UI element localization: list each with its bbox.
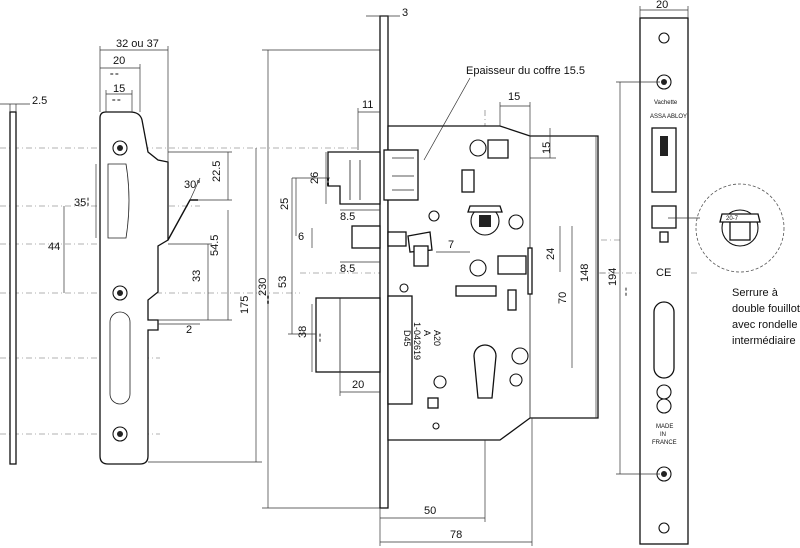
dim-h33: 33 xyxy=(191,270,203,282)
dim-w15: 15 xyxy=(508,91,520,103)
dim-h44: 44 xyxy=(48,241,60,253)
screw-hole xyxy=(117,290,123,296)
detail-circle xyxy=(695,183,785,273)
cylinder-cutout xyxy=(473,344,497,399)
spindle-label: 20-7 xyxy=(726,216,739,222)
dim-w20: 20 xyxy=(352,379,364,391)
dim-h8-5b: 8.5 xyxy=(340,263,355,275)
body-mark-2: 1-042619 xyxy=(412,322,422,360)
dim-h22-5: 22.5 xyxy=(211,161,223,182)
bolt-slot xyxy=(109,311,131,405)
note-line-4: intermédiaire xyxy=(732,335,796,347)
dim-width-total: 32 ou 37 xyxy=(116,38,159,50)
dim-h38: 38 xyxy=(297,326,309,338)
coffre-thickness-label: Epaisseur du coffre 15.5 xyxy=(466,65,585,77)
body-mark-3: A xyxy=(422,330,432,336)
dim-eq-20: = = xyxy=(110,72,119,78)
dim-h25: 25 xyxy=(279,198,291,210)
note-line-1: Serrure à xyxy=(732,287,779,299)
auxiliary-latch xyxy=(351,225,381,249)
dim-eq-194: = = xyxy=(624,287,630,296)
dim-w50: 50 xyxy=(424,505,436,517)
follower-detail-callout: 20-7 Serrure à double fouillot avec rond… xyxy=(668,183,800,347)
dim-top3: 3 xyxy=(402,7,408,19)
dim-width-15: 15 xyxy=(113,83,125,95)
strike-plate-edge xyxy=(9,111,17,465)
lock-case xyxy=(387,125,599,441)
case-hole xyxy=(509,373,523,387)
faceplate-front-view: CE Vachette ASSA ABLOY MADE IN FRANCE xyxy=(639,17,689,545)
strike-plate-outline xyxy=(99,111,169,465)
faceplate-front-dimensions: 20 194 = = xyxy=(607,0,689,475)
strike-plate-view xyxy=(9,111,198,465)
latch-bolt xyxy=(327,151,381,205)
dim-right-w20: 20 xyxy=(656,0,668,11)
dim-h70: 70 xyxy=(557,292,569,304)
dim-eq-26: = = xyxy=(326,177,332,186)
dim-h24: 24 xyxy=(545,248,557,260)
dim-w11: 11 xyxy=(362,99,373,111)
dim-h7: 7 xyxy=(448,239,454,251)
spindle-square xyxy=(479,215,491,227)
dim-h8-5a: 8.5 xyxy=(340,211,355,223)
note-line-2: double fouillot xyxy=(732,303,800,315)
dim-h35: 35 xyxy=(74,197,86,209)
body-mark-1: D45 xyxy=(402,330,412,347)
dim-eq-35: = = xyxy=(86,197,92,206)
case-hole xyxy=(469,139,487,157)
dim-width-20: 20 xyxy=(113,55,125,67)
dim-h54-5: 54.5 xyxy=(209,235,221,256)
dim-h148: 148 xyxy=(579,264,591,282)
strike-plate-dimensions: 2.5 32 ou 37 20 = = 15 = = 35 = = 44 30°… xyxy=(0,38,380,509)
dim-eq-15: = = xyxy=(112,98,121,104)
dim-h15: 15 xyxy=(541,142,553,154)
dim-h6: 6 xyxy=(298,231,304,243)
dim-eq-230: = = xyxy=(266,295,272,304)
latch-opening xyxy=(107,163,130,239)
dim-angle: 30° xyxy=(184,179,201,191)
group-name: ASSA ABLOY xyxy=(650,114,687,120)
dim-h175: 175 xyxy=(239,296,251,314)
dim-h230: 230 xyxy=(257,278,269,296)
made-in-2: IN xyxy=(660,432,666,438)
case-hole xyxy=(428,210,440,222)
dim-offset2: 2 xyxy=(186,324,192,336)
screw-hole xyxy=(117,145,123,151)
case-hole xyxy=(508,214,524,230)
ce-mark: CE xyxy=(656,267,671,279)
faceplate-front xyxy=(639,17,689,545)
case-hole xyxy=(511,347,529,365)
dim-thickness: 2.5 xyxy=(32,95,47,107)
case-hole xyxy=(469,259,487,277)
lock-body-dimensions: 3 11 15 15 26 = = 25 8.5 6 7 8.5 24 53 1… xyxy=(277,7,597,546)
dim-w78: 78 xyxy=(450,529,462,541)
deadbolt-window xyxy=(653,301,675,379)
dim-h53: 53 xyxy=(277,276,289,288)
case-hole xyxy=(399,283,409,293)
deadbolt xyxy=(315,297,381,373)
dim-eq-38: = = xyxy=(318,333,324,342)
case-hole xyxy=(433,375,447,389)
faceplate xyxy=(379,15,389,509)
screw-hole xyxy=(117,431,123,437)
dim-h194: 194 xyxy=(607,268,619,286)
note-line-3: avec rondelle xyxy=(732,319,797,331)
brand-name: Vachette xyxy=(654,100,678,106)
made-in-3: FRANCE xyxy=(652,440,677,446)
made-in-1: MADE xyxy=(656,424,673,430)
body-mark-4: A20 xyxy=(432,330,442,346)
lock-body-view: D45 1-042619 A A20 Epaisseur du coffre 1… xyxy=(315,15,599,509)
